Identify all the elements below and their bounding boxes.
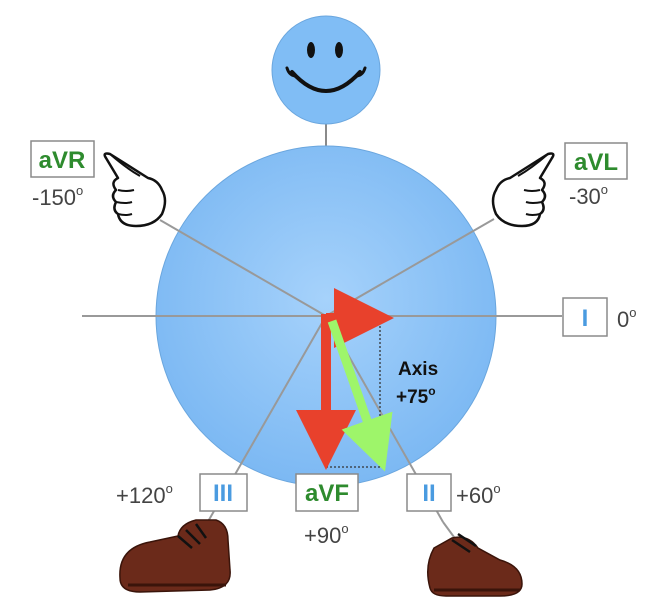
lead-avf: aVF +90o (295, 473, 359, 548)
svg-text:+90o: +90o (304, 521, 349, 548)
svg-text:aVF: aVF (305, 480, 349, 507)
smiley-face-icon (271, 15, 381, 125)
lead-ii: II +60o (406, 473, 501, 512)
svg-text:I: I (582, 305, 589, 332)
axis-value: +75o (396, 384, 436, 408)
lead-i: I 0o (562, 297, 636, 337)
svg-text:-30o: -30o (569, 182, 608, 209)
red-vectors (296, 288, 394, 470)
svg-text:II: II (422, 480, 435, 507)
svg-text:aVL: aVL (574, 149, 618, 176)
svg-text:III: III (213, 480, 233, 507)
svg-text:+60o: +60o (456, 481, 501, 508)
lead-avl: aVL -30o (564, 142, 628, 209)
axis-vector (327, 319, 393, 472)
axis-label: Axis (398, 359, 438, 380)
lead-iii: III +120o (116, 473, 248, 512)
lead-avr: aVR -150o (30, 140, 95, 210)
shoe-icon (119, 519, 231, 593)
pointing-hand-icon (491, 152, 555, 228)
svg-text:aVR: aVR (39, 147, 86, 174)
svg-text:0o: 0o (617, 305, 636, 332)
shoe-icon (427, 532, 523, 597)
lead-avr-line (159, 219, 327, 317)
pointing-hand-icon (103, 152, 167, 228)
svg-text:+120o: +120o (116, 481, 173, 508)
svg-text:-150o: -150o (32, 183, 83, 210)
